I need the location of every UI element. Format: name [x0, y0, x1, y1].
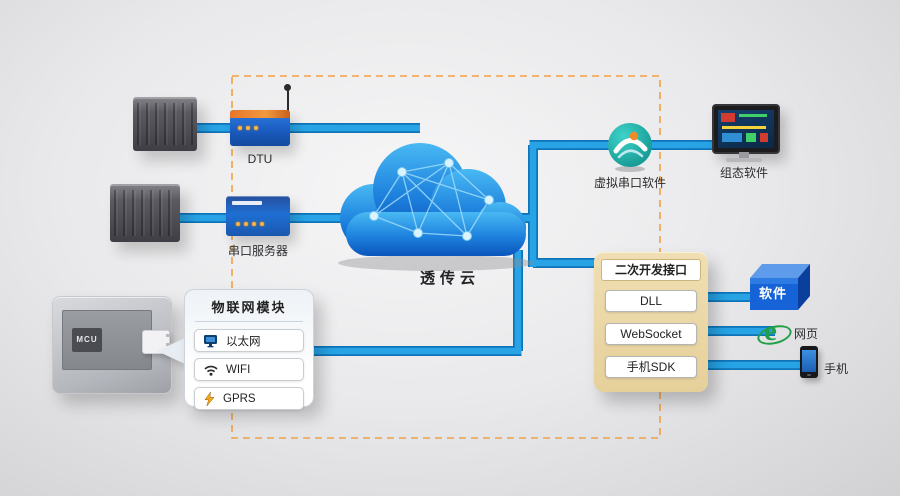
ethernet-icon	[204, 334, 217, 347]
led-indicator	[246, 126, 250, 130]
browser-orbit-ring	[755, 322, 794, 348]
phone-home-button	[807, 374, 811, 376]
cloud-icon	[340, 143, 526, 256]
browser-e-glyph: e	[764, 315, 777, 347]
browser-icon: e	[755, 315, 794, 351]
iot-item-ethernet: 以太网	[194, 329, 304, 352]
scada-label: 组态软件	[719, 166, 768, 180]
software-cube-label: 软件	[758, 286, 787, 301]
phone-icon	[800, 346, 818, 378]
cloud-network-nodes	[369, 158, 494, 241]
iot-module-panel: 物联网模块 以太网 WIFI GPRS	[184, 289, 314, 410]
screen-graphic	[760, 133, 768, 142]
led-indicator	[238, 126, 242, 130]
screen-graphic	[746, 133, 756, 142]
phone-label: 手机	[824, 362, 849, 376]
dev-item-mobile-sdk: 手机SDK	[605, 356, 697, 378]
iot-module-title: 物联网模块	[211, 300, 287, 315]
divider	[195, 321, 303, 322]
cloud-label: 透传云	[419, 270, 480, 287]
dev-interface-title: 二次开发接口	[601, 259, 701, 281]
led-indicator	[260, 222, 264, 226]
iot-item-gprs: GPRS	[194, 387, 304, 410]
device-fins	[137, 103, 193, 145]
lightning-icon	[204, 391, 215, 406]
dashed-boundary	[231, 75, 661, 439]
device-fins	[114, 190, 176, 236]
screen-graphic	[722, 126, 766, 129]
dtu-device	[230, 110, 290, 146]
dev-item-websocket: WebSocket	[605, 323, 697, 345]
dev-interface-panel: 二次开发接口 DLL WebSocket 手机SDK	[594, 252, 708, 392]
iot-item-label: WIFI	[226, 363, 251, 376]
led-indicator	[252, 222, 256, 226]
led-indicator	[254, 126, 258, 130]
virtual-serial-label: 虚拟串口软件	[593, 176, 666, 190]
connector-pin	[166, 334, 172, 337]
serial-server-device	[226, 196, 290, 236]
scada-screen	[718, 110, 774, 148]
cloud-shadow	[338, 255, 534, 271]
screen-graphic	[721, 113, 735, 122]
monitor-base	[726, 158, 762, 162]
webpage-label: 网页	[794, 327, 819, 341]
software-cube-icon	[750, 264, 810, 310]
scada-monitor	[712, 104, 780, 154]
wifi-icon	[204, 365, 218, 376]
dtu-label: DTU	[247, 152, 273, 166]
led-indicator	[236, 222, 240, 226]
phone-screen	[802, 350, 816, 372]
screen-graphic	[739, 114, 767, 117]
mcu-chip: MCU	[72, 328, 102, 352]
monitor-stand	[739, 152, 749, 158]
dtu-antenna	[287, 90, 289, 112]
serial-server-label: 串口服务器	[227, 244, 288, 258]
device-label-strip	[232, 201, 262, 205]
dev-item-dll: DLL	[605, 290, 697, 312]
dtu-top-strip	[230, 110, 290, 118]
iot-item-label: 以太网	[226, 335, 261, 348]
screen-graphic	[722, 133, 742, 142]
led-indicator	[244, 222, 248, 226]
iot-item-label: GPRS	[223, 392, 256, 405]
dtu-antenna-tip	[284, 84, 291, 91]
field-device-2	[110, 184, 180, 242]
field-device-1	[133, 97, 197, 151]
iot-item-wifi: WIFI	[194, 358, 304, 381]
virtual-serial-icon	[608, 123, 652, 172]
callout-tail	[157, 338, 185, 364]
cloud-network-mesh	[373, 162, 490, 237]
